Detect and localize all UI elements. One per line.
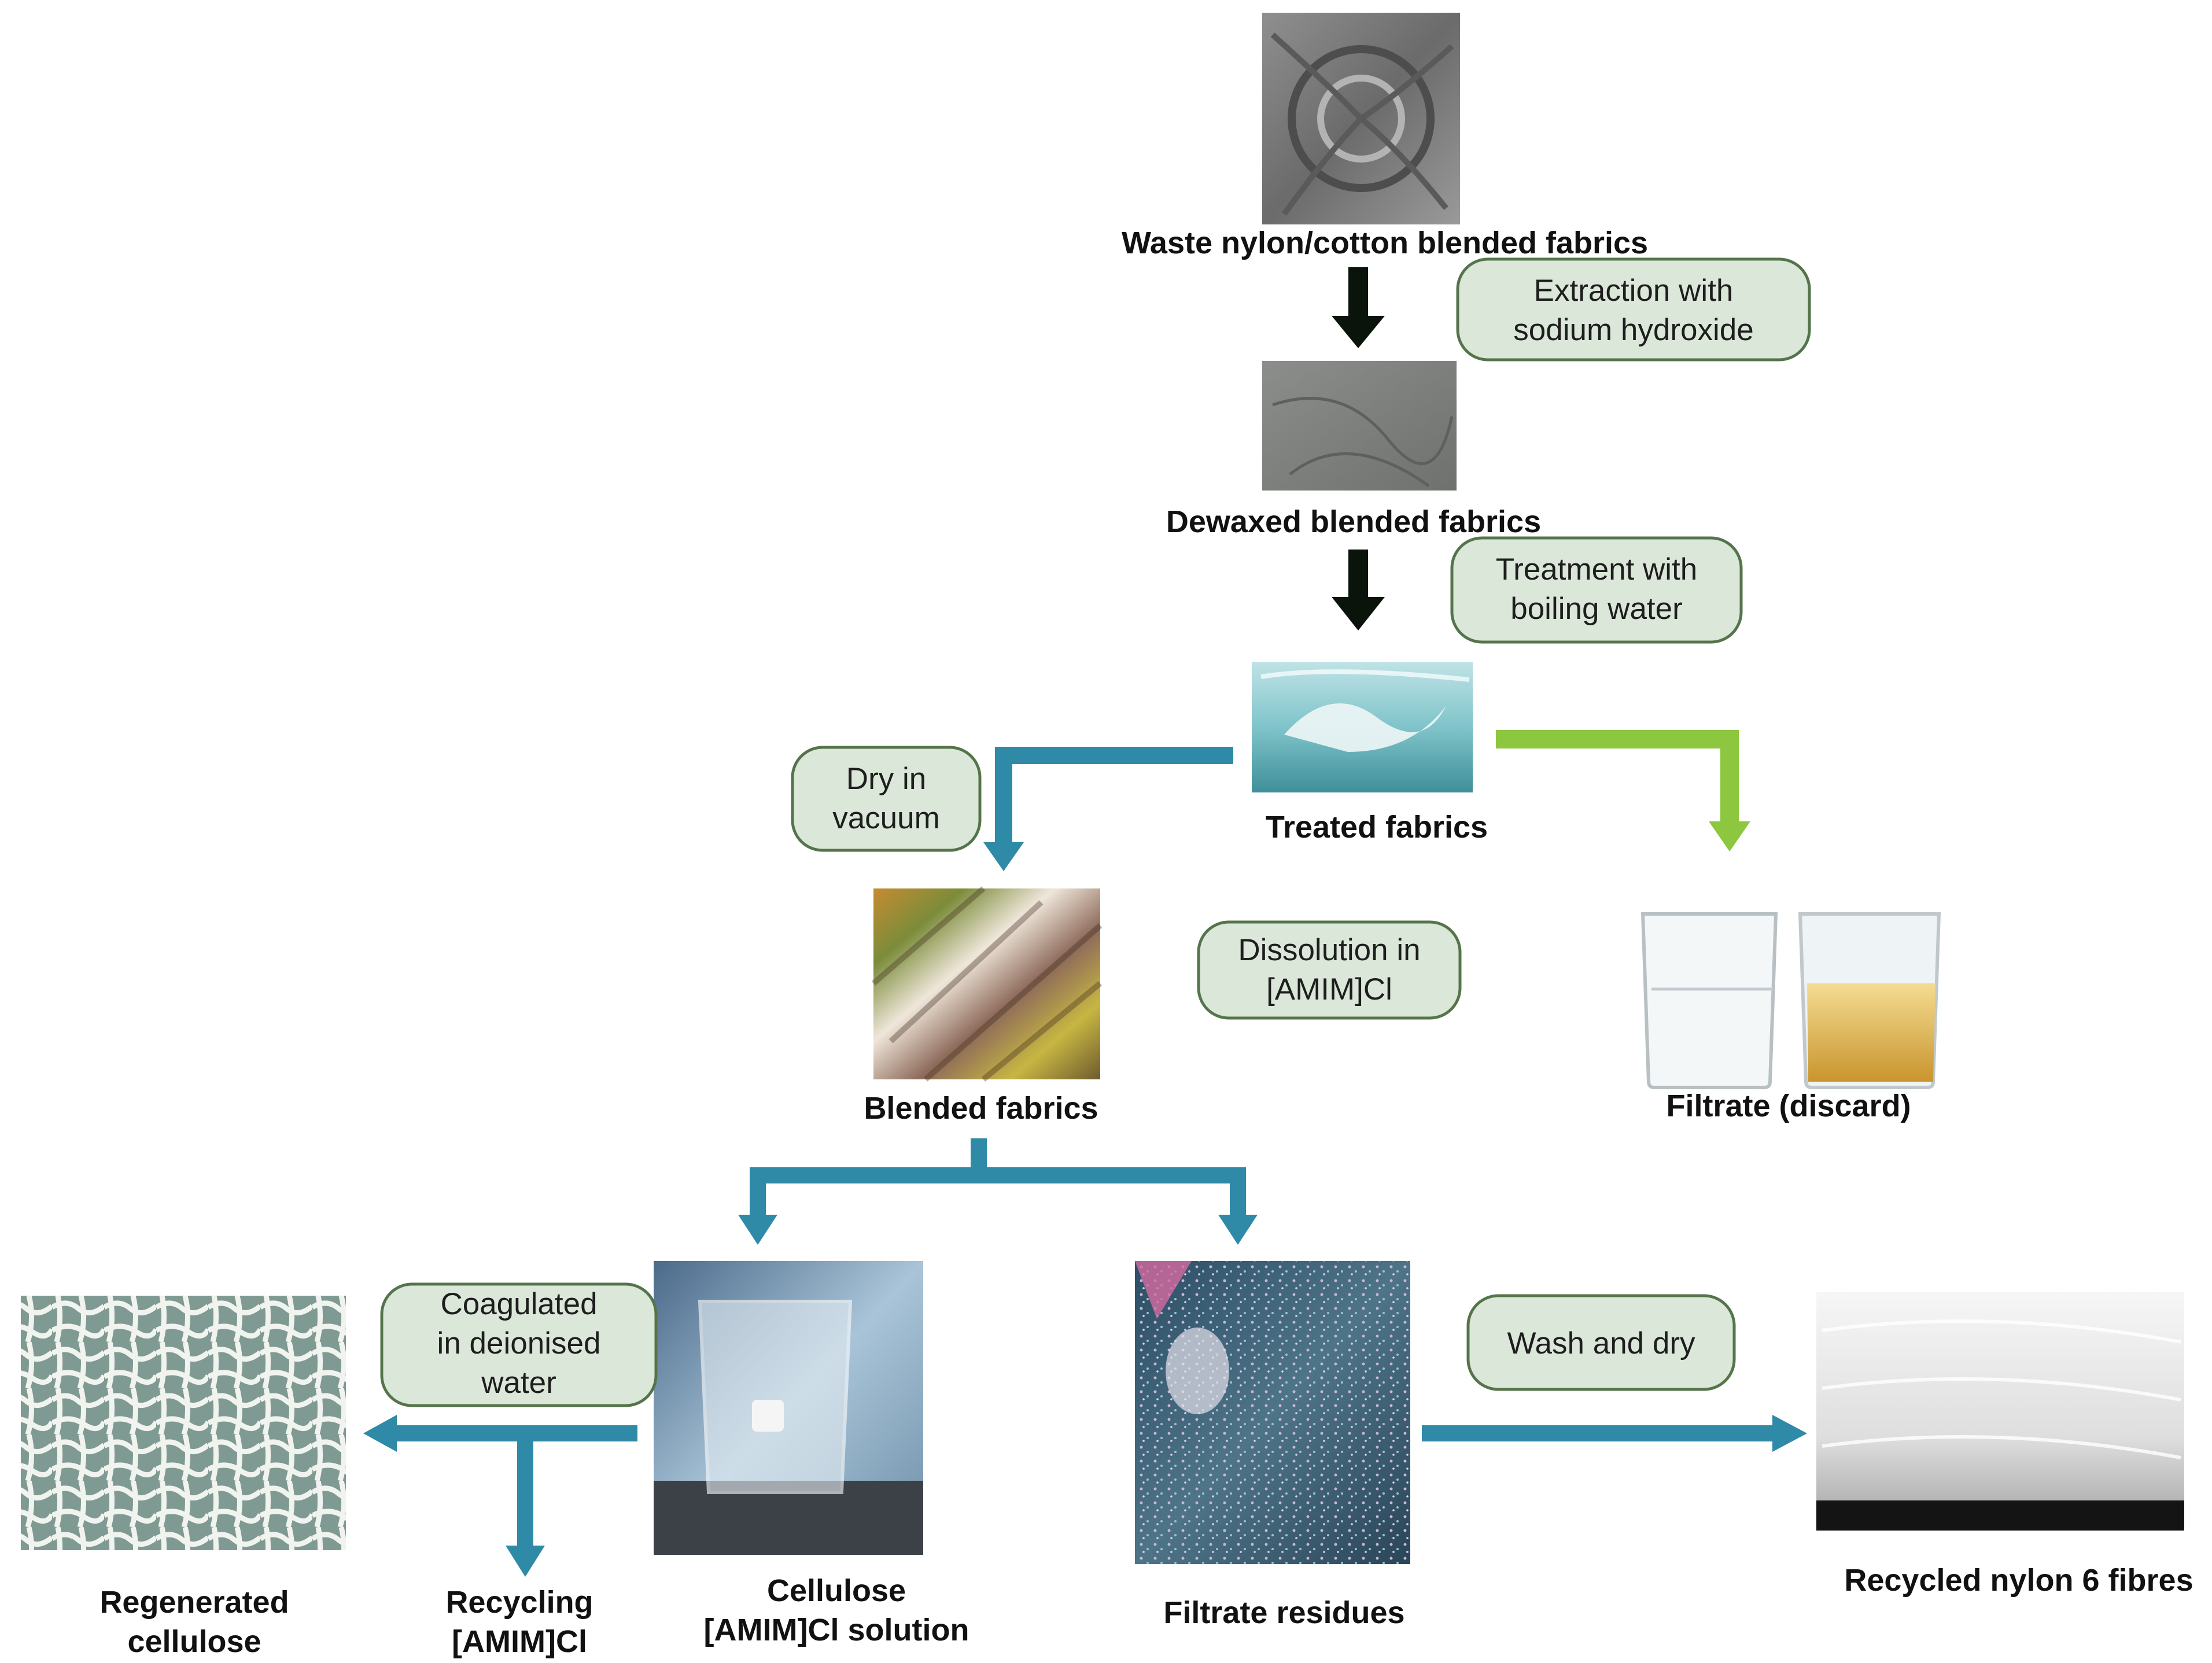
step-dissolution-line-1: Dissolution in — [1238, 933, 1420, 967]
step-coagulated-line-1: Coagulated — [440, 1287, 597, 1321]
label-regenerated-line-1: Regenerated — [99, 1585, 289, 1620]
label-dewaxed: Dewaxed blended fabrics — [1166, 504, 1541, 539]
blended-fabric-image — [871, 886, 1103, 1082]
arrow-waste-to-dewaxed — [1332, 267, 1385, 348]
label-residues: Filtrate residues — [1163, 1595, 1404, 1630]
arrow-solution-to-regenerated — [363, 1415, 637, 1452]
label-waste: Waste nylon/cotton blended fabrics — [1122, 226, 1648, 260]
dewaxed-fabric-image — [1262, 361, 1457, 491]
filtrate-beakers-image — [1640, 912, 1941, 1089]
step-coagulated-line-3: water — [481, 1366, 556, 1400]
step-treatment-line-2: boiling water — [1510, 592, 1683, 626]
arrow-treated-to-filtrate — [1496, 730, 1750, 851]
step-dry-line-2: vacuum — [832, 801, 940, 835]
step-wash: Wash and dry — [1466, 1294, 1736, 1391]
arrow-dewaxed-to-treated — [1332, 550, 1385, 630]
waste-fabric-image — [1262, 13, 1460, 224]
label-treated: Treated fabrics — [1266, 810, 1488, 845]
label-solution-line-1: Cellulose — [767, 1573, 906, 1608]
arrow-to-recycling — [506, 1433, 545, 1577]
step-dissolution: Dissolution in [AMIM]Cl — [1197, 920, 1462, 1020]
nylon-fibres-image — [1816, 1292, 2184, 1531]
step-dry: Dry in vacuum — [791, 746, 982, 852]
regenerated-cellulose-image — [21, 1296, 346, 1550]
arrow-treated-to-blended — [983, 747, 1233, 871]
arrow-blended-branch — [738, 1138, 1258, 1245]
step-extraction-line-2: sodium hydroxide — [1513, 313, 1753, 347]
step-dissolution-line-2: [AMIM]Cl — [1266, 972, 1392, 1006]
step-dry-line-1: Dry in — [846, 762, 926, 796]
label-solution-line-2: [AMIM]Cl solution — [704, 1613, 969, 1647]
label-blended: Blended fabrics — [864, 1091, 1098, 1126]
label-recycling-line-2: [AMIM]Cl — [452, 1624, 587, 1659]
label-nylon: Recycled nylon 6 fibres — [1844, 1563, 2193, 1598]
step-coagulated-line-2: in deionised — [437, 1326, 601, 1360]
filtrate-residues-image — [1135, 1261, 1410, 1564]
step-coagulated: Coagulated in deionised water — [380, 1282, 658, 1407]
arrow-residues-to-nylon — [1422, 1415, 1807, 1452]
label-regenerated-line-2: cellulose — [127, 1624, 261, 1659]
label-recycling-line-1: Recycling — [445, 1585, 593, 1620]
cellulose-solution-image — [654, 1261, 923, 1555]
step-extraction: Extraction with sodium hydroxide — [1456, 257, 1811, 362]
step-treatment-line-1: Treatment with — [1496, 552, 1698, 587]
label-filtrate: Filtrate (discard) — [1666, 1089, 1911, 1123]
treated-fabric-image — [1252, 662, 1473, 792]
step-extraction-line-1: Extraction with — [1534, 274, 1734, 308]
step-wash-line-1: Wash and dry — [1507, 1326, 1695, 1360]
step-treatment: Treatment with boiling water — [1450, 536, 1743, 644]
